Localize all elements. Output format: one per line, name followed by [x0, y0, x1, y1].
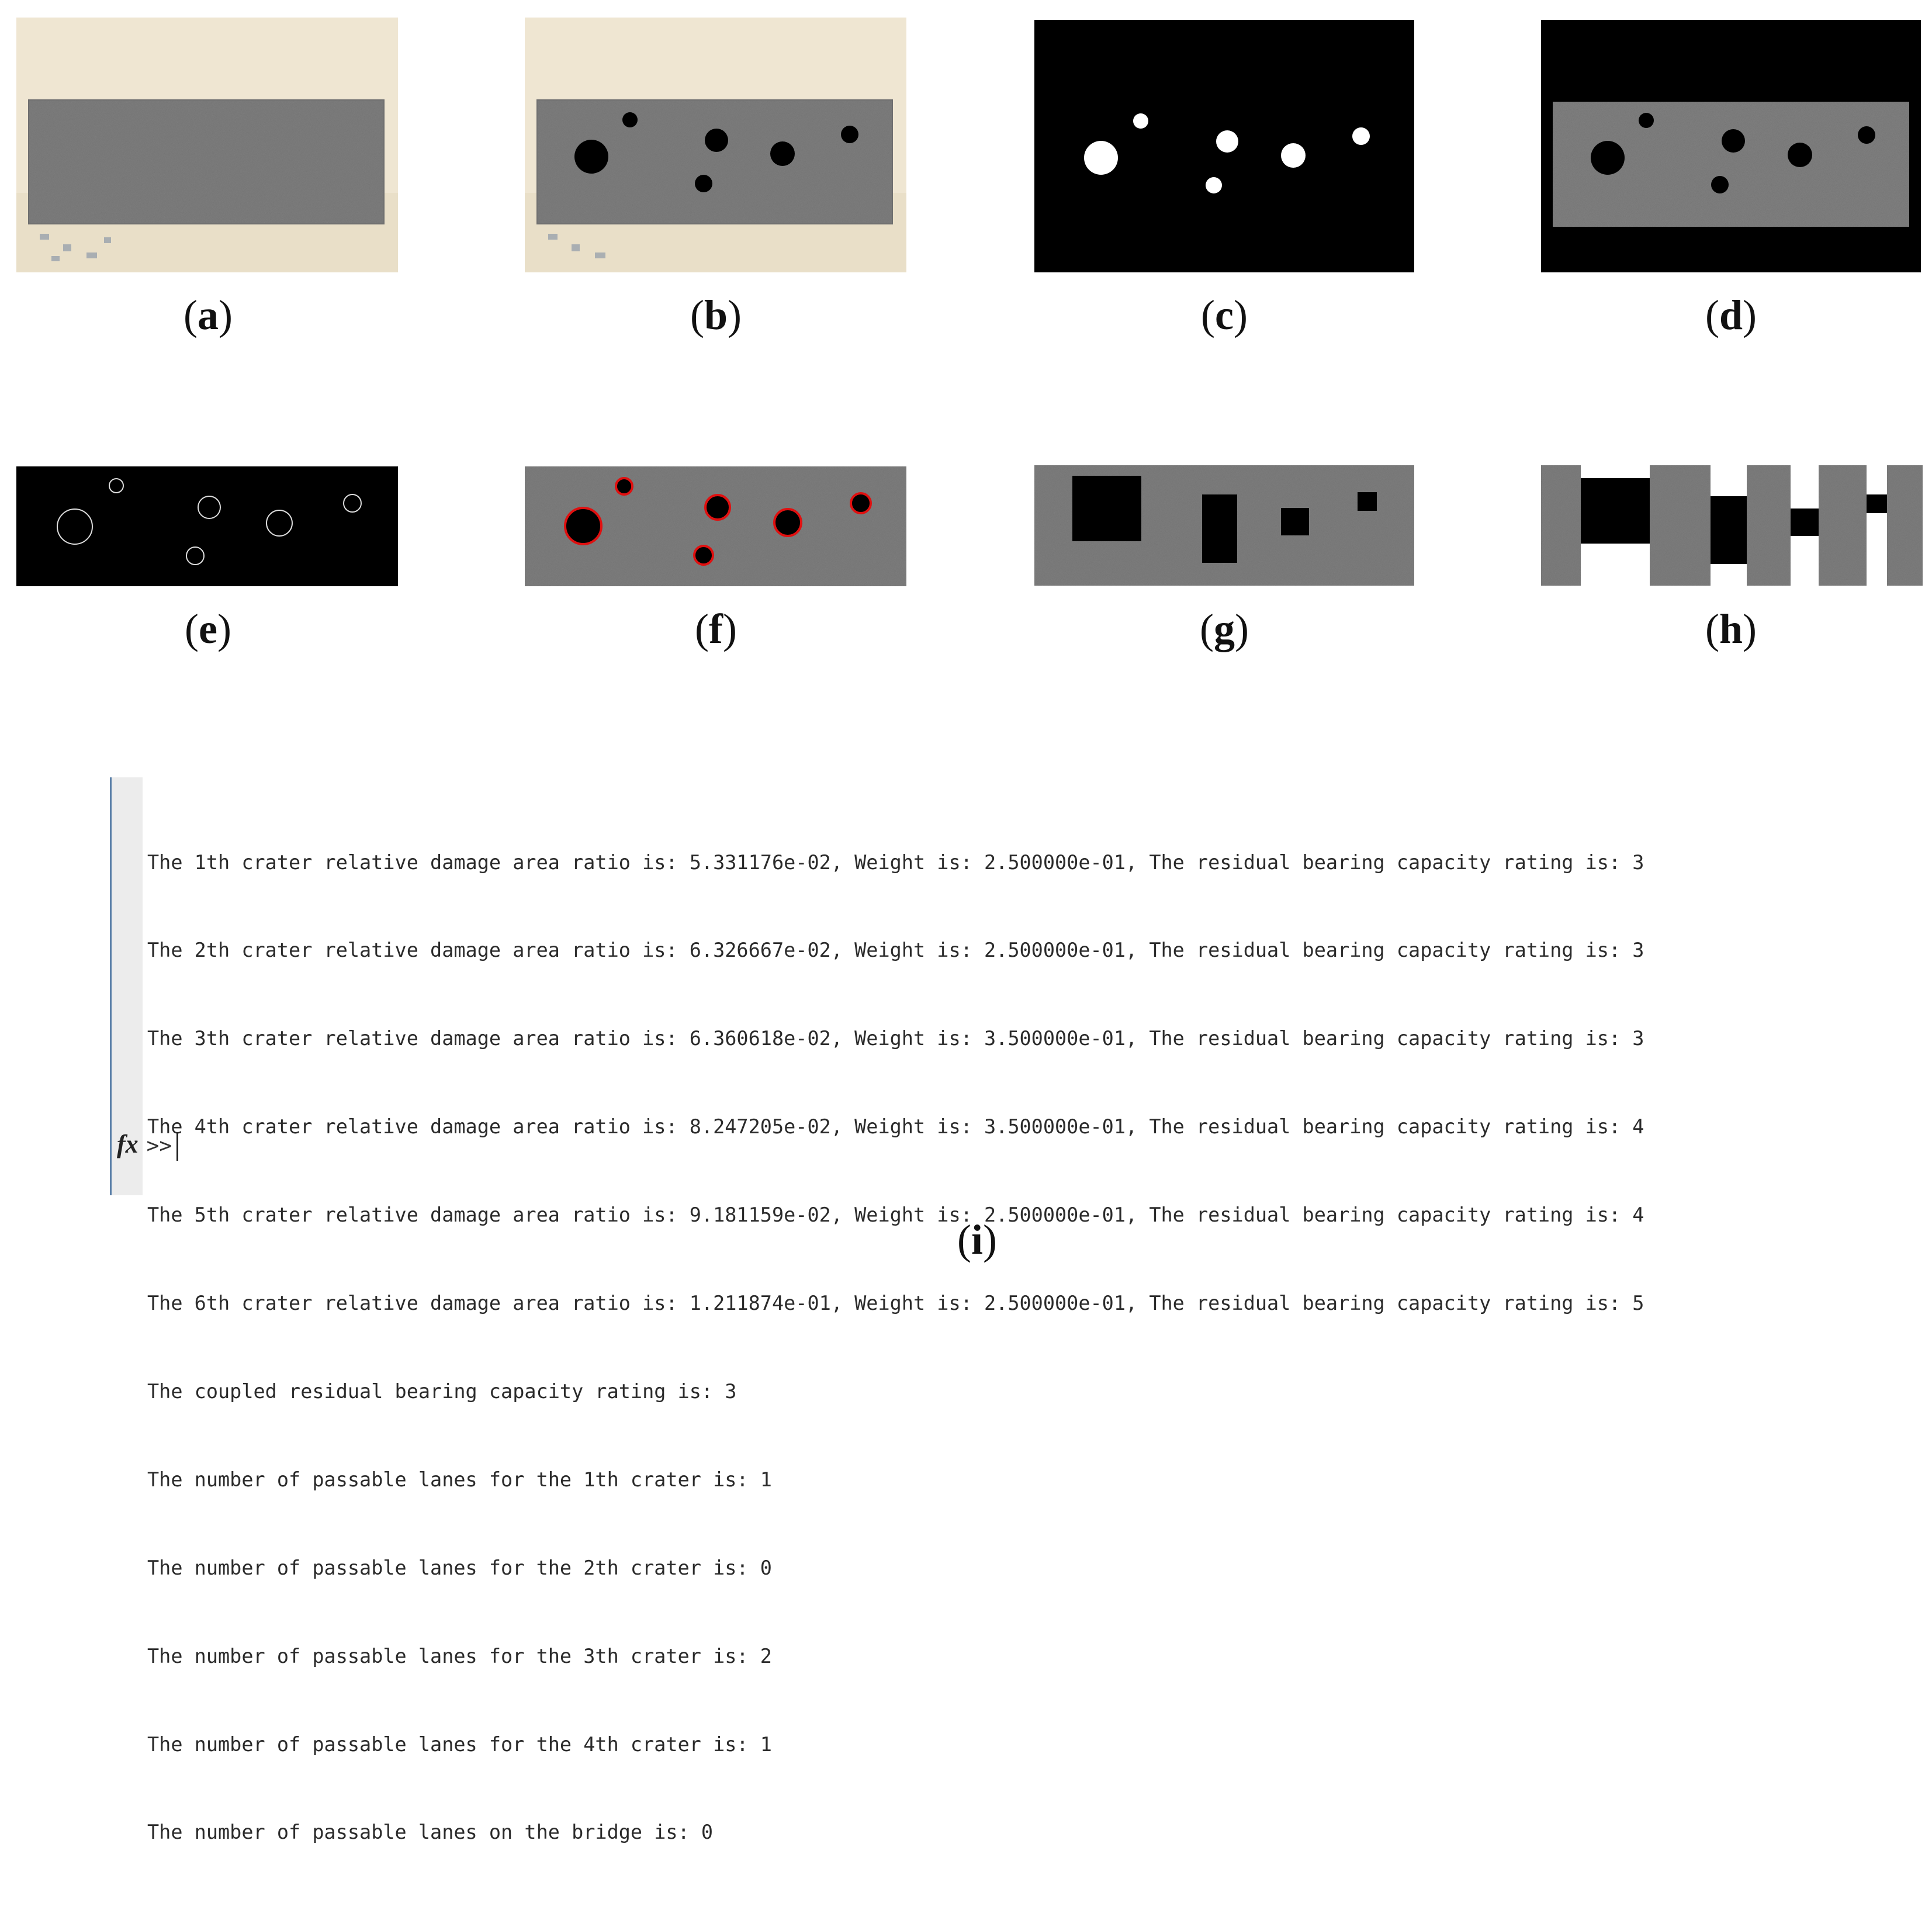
panel-d-masked-deck	[1541, 20, 1921, 272]
console-line: The number of passable lanes on the brid…	[147, 1821, 714, 1844]
console-line: The 1th crater relative damage area rati…	[147, 850, 1644, 874]
caption-i: (i)	[957, 1216, 997, 1263]
panel-a-original-image	[16, 18, 398, 272]
prompt-symbol: >>	[146, 1134, 172, 1158]
command-prompt[interactable]: fx >>	[117, 1129, 179, 1161]
caption-f: (f)	[695, 606, 737, 652]
command-window: The 1th crater relative damage area rati…	[110, 777, 1828, 1843]
caption-d: (d)	[1705, 292, 1757, 338]
caption-b: (b)	[690, 292, 742, 338]
panel-b-damaged-image	[525, 18, 906, 272]
console-output: The 1th crater relative damage area rati…	[147, 789, 1644, 1906]
console-line: The number of passable lanes for the 4th…	[147, 1732, 772, 1756]
console-line: The number of passable lanes for the 1th…	[147, 1468, 772, 1491]
panel-f-outlined-craters	[525, 466, 906, 586]
panel-h-lane-projection	[1541, 465, 1923, 586]
console-line: The 5th crater relative damage area rati…	[147, 1203, 1644, 1227]
fx-icon[interactable]: fx	[117, 1130, 139, 1158]
console-line: The 3th crater relative damage area rati…	[147, 1027, 1644, 1050]
console-line: The number of passable lanes for the 3th…	[147, 1644, 772, 1668]
panel-g-bounding-rectangles	[1034, 465, 1414, 586]
caption-h: (h)	[1705, 606, 1757, 652]
console-line: The 6th crater relative damage area rati…	[147, 1292, 1644, 1315]
text-cursor	[176, 1133, 179, 1161]
console-line: The 2th crater relative damage area rati…	[147, 939, 1644, 962]
command-window-gutter	[110, 777, 143, 1195]
caption-e: (e)	[185, 606, 231, 652]
caption-c: (c)	[1201, 292, 1248, 338]
console-line: The number of passable lanes for the 2th…	[147, 1556, 772, 1579]
caption-a: (a)	[183, 292, 233, 338]
console-line: The coupled residual bearing capacity ra…	[147, 1379, 737, 1403]
panel-c-binary-mask	[1034, 20, 1414, 272]
console-line: The 4th crater relative damage area rati…	[147, 1115, 1644, 1139]
caption-g: (g)	[1200, 606, 1249, 652]
panel-e-edge-contours	[16, 466, 398, 586]
